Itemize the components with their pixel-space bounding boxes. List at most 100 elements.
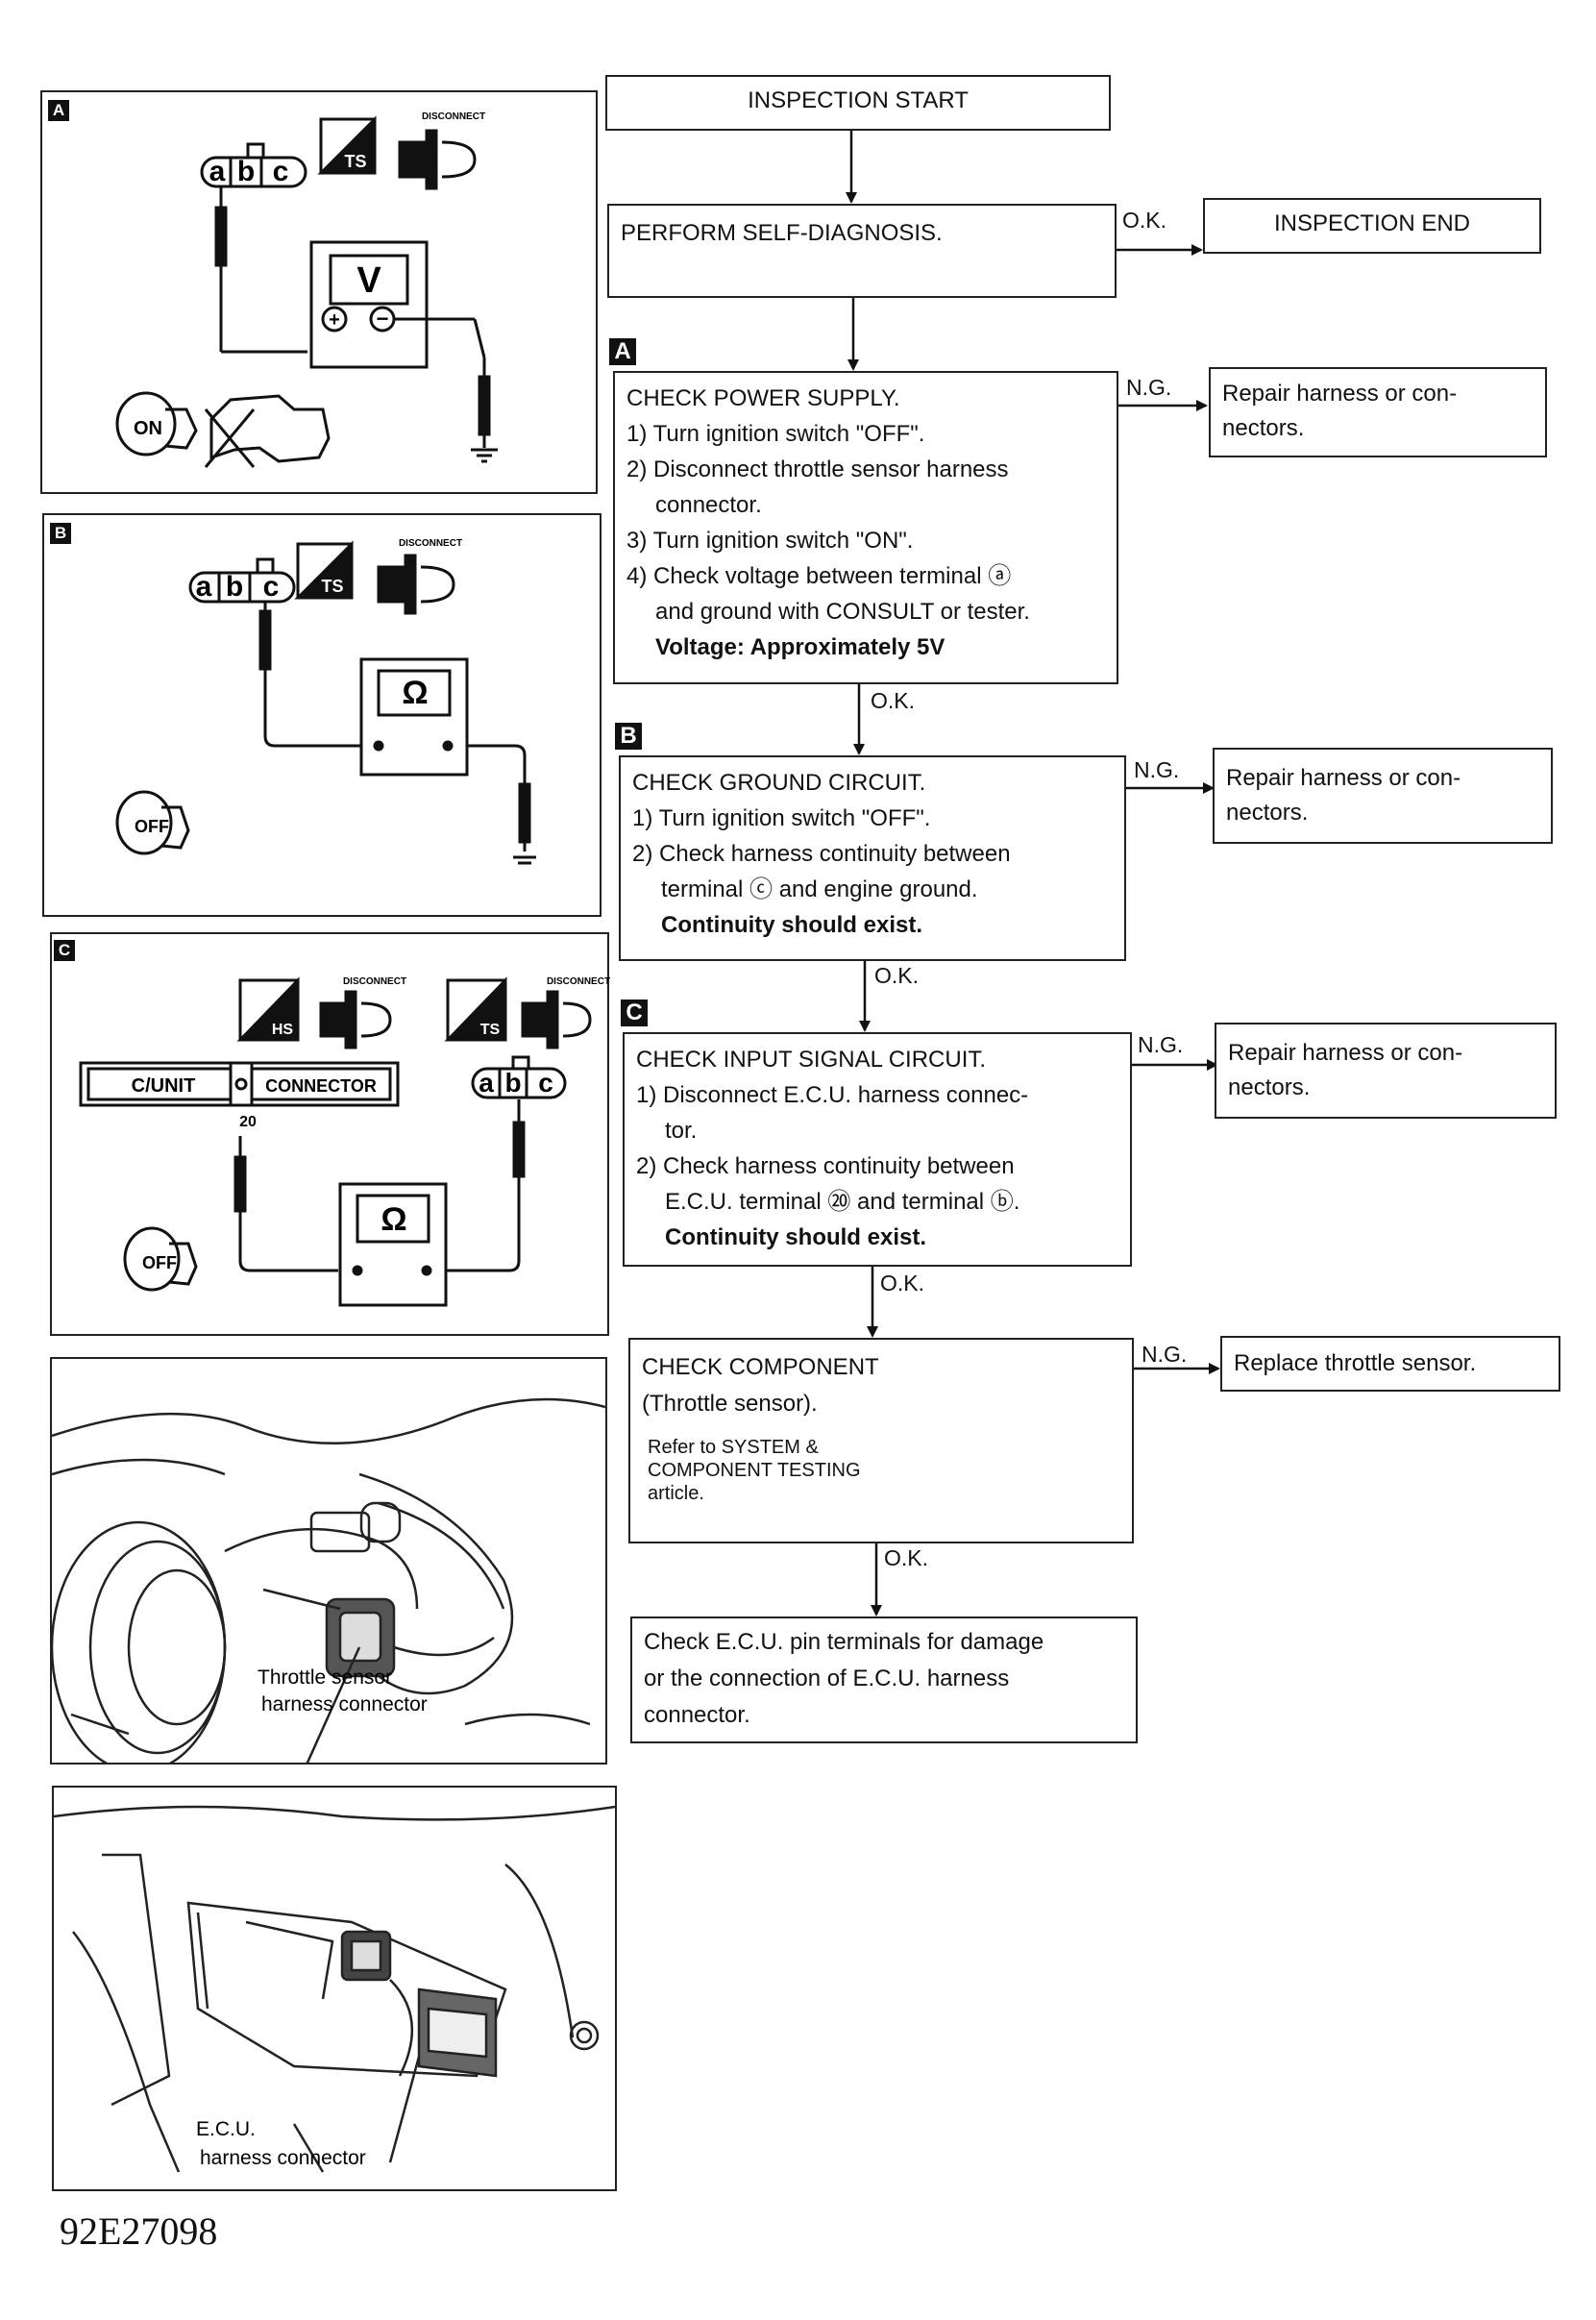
step-c-result: Continuity should exist. xyxy=(665,1224,927,1250)
panel-b-ground-check: B a b c xyxy=(42,513,602,917)
terminal-a: a xyxy=(209,156,226,187)
meter-symbol: V xyxy=(356,260,381,301)
step-b-title: CHECK GROUND CIRCUIT. xyxy=(632,770,926,796)
ok-label: O.K. xyxy=(871,688,916,713)
connector-label: CONNECTOR xyxy=(265,1076,377,1096)
step-b-line: 1) Turn ignition switch "OFF". xyxy=(632,805,931,831)
ok-label: O.K. xyxy=(1122,208,1167,233)
step-c-letter: C xyxy=(621,1000,648,1026)
step-b-ng-line: Repair harness or con- xyxy=(1226,765,1461,791)
final-line: Check E.C.U. pin terminals for damage xyxy=(644,1629,1044,1655)
svg-text:−: − xyxy=(377,307,389,331)
figure-id: 92E27098 xyxy=(60,2209,218,2253)
meter-symbol: Ω xyxy=(381,1201,406,1238)
terminal-c: c xyxy=(273,156,289,187)
inspection-end-box: INSPECTION END xyxy=(1203,198,1541,254)
cunit-label: C/UNIT xyxy=(132,1075,196,1097)
step-c-ng-line: nectors. xyxy=(1228,1074,1311,1100)
disconnect-label: DISCONNECT xyxy=(422,111,485,122)
step-a-line: and ground with CONSULT or tester. xyxy=(655,599,1030,625)
final-check-box: Check E.C.U. pin terminals for damage or… xyxy=(630,1617,1138,1743)
photo2-caption-line2: harness connector xyxy=(200,2147,366,2169)
step-a-line: 2) Disconnect throttle sensor harness xyxy=(626,457,1009,482)
photo1-caption-line1: Throttle sensor xyxy=(258,1666,392,1689)
ok-label: O.K. xyxy=(884,1545,929,1570)
step-d-title: CHECK COMPONENT xyxy=(642,1354,879,1380)
step-b-letter: B xyxy=(615,723,642,750)
step-d-note: article. xyxy=(648,1483,704,1504)
inspection-end-label: INSPECTION END xyxy=(1273,210,1471,236)
step-b-line: 2) Check harness continuity between xyxy=(632,841,1011,867)
meter-symbol: Ω xyxy=(402,675,428,711)
step-d-subtitle: (Throttle sensor). xyxy=(642,1391,818,1417)
ts-label: TS xyxy=(344,152,366,171)
panel-c-diagram: C/UNIT CONNECTOR 20 a b c Ω HS TS DISCON… xyxy=(79,976,610,1307)
panel-b-tag: B xyxy=(50,523,71,544)
photo1-caption-line2: harness connector xyxy=(261,1693,428,1715)
step-a-line: connector. xyxy=(655,492,762,518)
inspection-start-box: INSPECTION START xyxy=(605,75,1111,131)
disconnect-label: DISCONNECT xyxy=(399,538,462,549)
step-a-title: CHECK POWER SUPPLY. xyxy=(626,385,900,411)
step-d-box: CHECK COMPONENT (Throttle sensor). Refer… xyxy=(628,1338,1134,1543)
step-a-line: 4) Check voltage between terminal ⓐ xyxy=(626,563,1012,589)
ng-label: N.G. xyxy=(1138,1032,1184,1057)
step-a-ng-line: Repair harness or con- xyxy=(1222,381,1458,407)
step-b-ng-line: nectors. xyxy=(1226,800,1309,826)
step-a-result: Voltage: Approximately 5V xyxy=(655,634,945,660)
step-b-box: CHECK GROUND CIRCUIT. 1) Turn ignition s… xyxy=(619,755,1126,961)
step-c-line: E.C.U. terminal ⑳ and terminal ⓑ. xyxy=(665,1189,1020,1215)
step-c-title: CHECK INPUT SIGNAL CIRCUIT. xyxy=(636,1047,987,1073)
terminal-c: c xyxy=(263,571,280,603)
hs-label: HS xyxy=(272,1022,294,1038)
ng-label: N.G. xyxy=(1126,375,1172,400)
step-d-ng-label: Replace throttle sensor. xyxy=(1234,1350,1477,1376)
final-line: or the connection of E.C.U. harness xyxy=(644,1666,1010,1691)
panel-a-voltage-check: A xyxy=(40,90,598,494)
svg-text:+: + xyxy=(329,309,340,331)
step-d-ng-box: Replace throttle sensor. xyxy=(1220,1336,1560,1392)
step-c-ng-line: Repair harness or con- xyxy=(1228,1040,1463,1066)
step-a-line: 3) Turn ignition switch "ON". xyxy=(626,528,914,554)
terminal-b: b xyxy=(237,156,255,187)
throttle-sensor-photo: Throttle sensor harness connector xyxy=(50,1357,607,1765)
ecu-photo: E.C.U. harness connector xyxy=(52,1786,617,2191)
ng-label: N.G. xyxy=(1142,1342,1188,1367)
step-b-result: Continuity should exist. xyxy=(661,912,923,938)
terminal-a: a xyxy=(196,571,212,603)
self-diagnosis-label: PERFORM SELF-DIAGNOSIS. xyxy=(621,220,943,246)
step-c-line: 1) Disconnect E.C.U. harness connec- xyxy=(636,1082,1029,1108)
step-c-ng-box: Repair harness or con- nectors. xyxy=(1215,1023,1557,1119)
terminal-b: b xyxy=(226,571,243,603)
panel-a-diagram: a b c V + − TS DISCONNECT ON xyxy=(115,111,498,468)
terminal-c: c xyxy=(538,1068,553,1098)
disconnect-label: DISCONNECT xyxy=(547,976,610,987)
terminal-a: a xyxy=(479,1068,494,1098)
step-a-ng-box: Repair harness or con- nectors. xyxy=(1209,367,1547,457)
switch-label: OFF xyxy=(135,817,169,836)
step-a-box: CHECK POWER SUPPLY. 1) Turn ignition swi… xyxy=(613,371,1118,684)
step-b-line: terminal ⓒ and engine ground. xyxy=(661,876,978,902)
inspection-start-label: INSPECTION START xyxy=(748,87,969,113)
throttle-sensor-illustration: Throttle sensor harness connector xyxy=(52,1397,605,1763)
ok-label: O.K. xyxy=(874,963,920,988)
panel-a-tag: A xyxy=(48,100,69,121)
step-a-line: 1) Turn ignition switch "OFF". xyxy=(626,421,925,447)
switch-label: OFF xyxy=(142,1253,177,1272)
panel-b-diagram: a b c Ω TS DISCONNECT OFF xyxy=(115,538,536,865)
self-diagnosis-box: PERFORM SELF-DIAGNOSIS. xyxy=(607,204,1117,298)
step-b-ng-box: Repair harness or con- nectors. xyxy=(1213,748,1553,844)
panel-c-signal-check: C xyxy=(50,932,610,1336)
final-line: connector. xyxy=(644,1702,750,1728)
ecu-illustration: E.C.U. harness connector xyxy=(54,1805,615,2173)
step-c-line: 2) Check harness continuity between xyxy=(636,1153,1015,1179)
ts-label: TS xyxy=(321,577,343,596)
disconnect-label: DISCONNECT xyxy=(343,976,406,987)
step-c-box: CHECK INPUT SIGNAL CIRCUIT. 1) Disconnec… xyxy=(623,1032,1132,1267)
step-a-ng-line: nectors. xyxy=(1222,415,1305,441)
step-d-note: COMPONENT TESTING xyxy=(648,1460,861,1481)
panel-c-tag: C xyxy=(54,940,75,961)
step-d-note: Refer to SYSTEM & xyxy=(648,1437,819,1458)
switch-label: ON xyxy=(134,418,162,439)
ok-label: O.K. xyxy=(880,1271,925,1296)
